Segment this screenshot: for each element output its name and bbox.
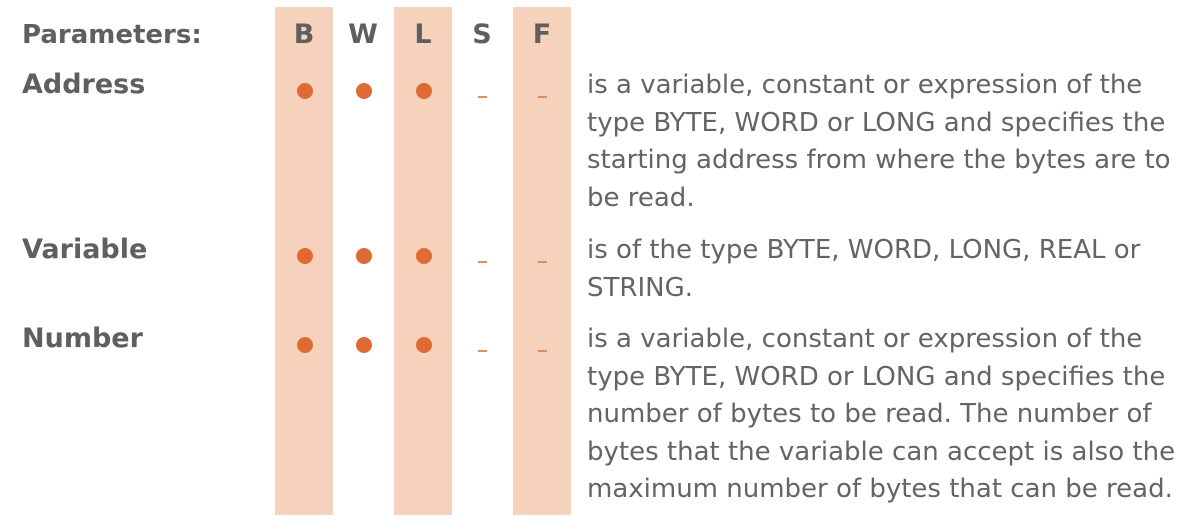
parameters-heading: Parameters: — [22, 20, 202, 50]
support-dot-variable-b — [297, 248, 313, 264]
support-dot-number-w — [356, 337, 372, 353]
support-dot-variable-w — [356, 248, 372, 264]
column-header-b: B — [293, 19, 315, 50]
param-description-number: is a variable, constant or expression of… — [587, 324, 1176, 504]
support-dot-variable-l — [416, 248, 432, 264]
param-name-variable: Variable — [22, 234, 148, 265]
support-dot-number-b — [297, 337, 313, 353]
column-header-s: S — [472, 19, 492, 50]
param-name-address: Address — [22, 69, 146, 100]
param-description-address: is a variable, constant or expression of… — [587, 70, 1171, 213]
column-header-l: L — [414, 19, 432, 50]
param-name-number: Number — [22, 323, 143, 354]
column-header-w: W — [348, 19, 378, 50]
support-dash-address-f — [538, 96, 547, 98]
support-dash-number-s — [478, 350, 487, 352]
support-dash-address-s — [478, 96, 487, 98]
support-dot-address-w — [356, 83, 372, 99]
support-dot-address-l — [416, 83, 432, 99]
support-dot-number-l — [416, 337, 432, 353]
param-description-variable: is of the type BYTE, WORD, LONG, REAL or… — [587, 235, 1141, 303]
support-dash-variable-s — [478, 261, 487, 263]
support-dot-address-b — [297, 83, 313, 99]
support-dash-number-f — [538, 350, 547, 352]
column-header-f: F — [532, 19, 552, 50]
support-dash-variable-f — [538, 261, 547, 263]
